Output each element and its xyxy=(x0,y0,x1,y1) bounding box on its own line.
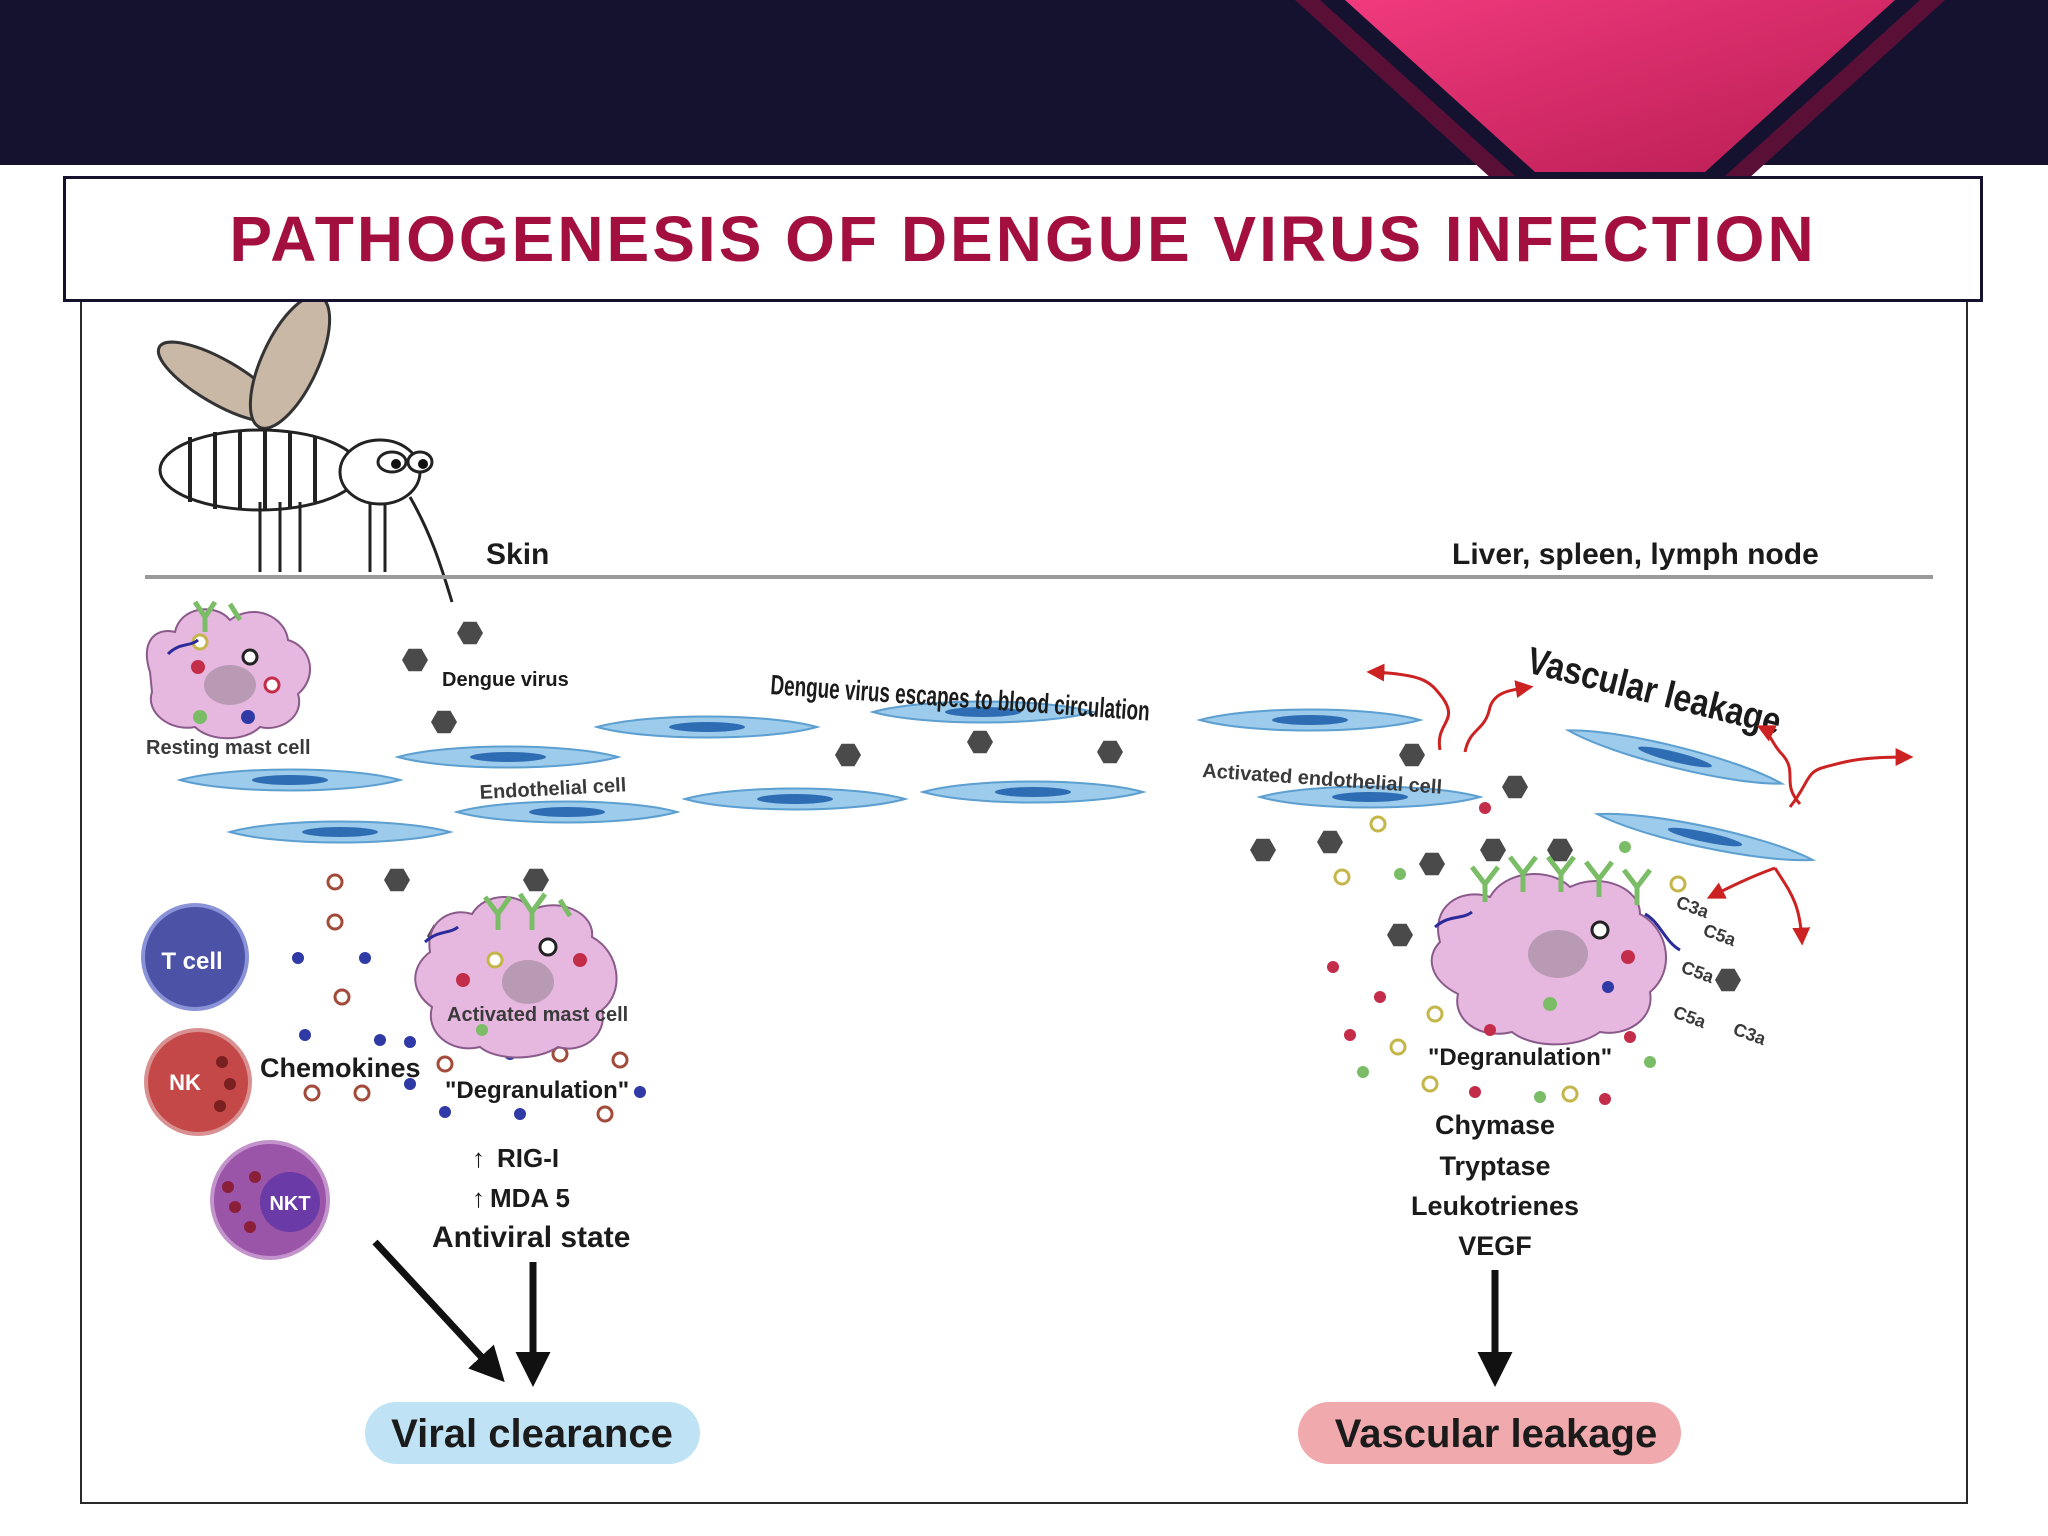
title-box: PATHOGENESIS OF DENGUE VIRUS INFECTION xyxy=(63,176,1983,302)
leakage-arrows xyxy=(1366,663,1914,946)
complement-labels: C3a C5a C5a C5a C3a xyxy=(1671,892,1770,1049)
mda-arrow-icon: ↑ xyxy=(472,1183,485,1213)
activated-mast-cell-left xyxy=(414,892,618,1059)
mediators-list: Chymase Tryptase Leukotrienes VEGF xyxy=(1411,1110,1579,1261)
nkt-cell: NKT xyxy=(210,1140,330,1260)
mediator-leukotrienes: Leukotrienes xyxy=(1411,1191,1579,1221)
c3a-label-2: C3a xyxy=(1731,1019,1770,1049)
c5a-label-2: C5a xyxy=(1679,957,1718,987)
viral-clearance-pill: Viral clearance xyxy=(365,1402,700,1464)
mediator-granules xyxy=(1327,802,1687,1105)
mediator-tryptase: Tryptase xyxy=(1439,1151,1550,1181)
viral-clearance-label: Viral clearance xyxy=(391,1412,673,1456)
mediator-vegf: VEGF xyxy=(1458,1231,1532,1261)
rig-label: RIG-I xyxy=(497,1143,559,1173)
c5a-label: C5a xyxy=(1701,920,1740,950)
antiviral-state-label: Antiviral state xyxy=(432,1221,630,1254)
resting-mast-cell xyxy=(145,600,312,740)
degranulation-right-label: "Degranulation" xyxy=(1428,1044,1612,1071)
vascular-leakage-pill: Vascular leakage xyxy=(1298,1402,1681,1464)
slide-title: PATHOGENESIS OF DENGUE VIRUS INFECTION xyxy=(229,203,1817,275)
chemokines-label: Chemokines xyxy=(260,1053,421,1083)
t-cell: T cell xyxy=(141,903,249,1011)
c3a-label: C3a xyxy=(1674,892,1713,922)
c5a-label-3: C5a xyxy=(1671,1002,1710,1032)
pathogenesis-diagram: Skin Liver, spleen, lymph node Resting m… xyxy=(141,302,1933,1464)
mosquito-illustration xyxy=(156,302,454,603)
activated-mast-cell-label: Activated mast cell xyxy=(447,1004,628,1026)
mda-label: MDA 5 xyxy=(490,1183,570,1213)
header-chevron-decoration xyxy=(1295,0,1945,200)
mediator-chymase: Chymase xyxy=(1435,1110,1555,1140)
activated-mast-cell-right xyxy=(1430,855,1681,1046)
nk-cell: NK xyxy=(144,1028,252,1136)
vascular-leakage-bottom-label: Vascular leakage xyxy=(1335,1412,1657,1456)
dengue-virus-label: Dengue virus xyxy=(442,669,569,691)
rig-arrow-icon: ↑ xyxy=(472,1143,485,1173)
clearance-arrows xyxy=(372,1239,551,1387)
nk-cell-label: NK xyxy=(169,1070,201,1095)
nkt-cell-label: NKT xyxy=(269,1193,310,1215)
vascular-leakage-top-label: Vascular leakage xyxy=(1523,640,1785,744)
resting-mast-cell-label: Resting mast cell xyxy=(146,737,311,759)
chemokine-granules xyxy=(292,873,646,1123)
skin-label: Skin xyxy=(486,538,549,571)
degranulation-left-label: "Degranulation" xyxy=(445,1077,629,1104)
endothelial-cell-label: Endothelial cell xyxy=(479,774,627,804)
t-cell-label: T cell xyxy=(161,948,222,975)
organs-label: Liver, spleen, lymph node xyxy=(1452,538,1819,571)
